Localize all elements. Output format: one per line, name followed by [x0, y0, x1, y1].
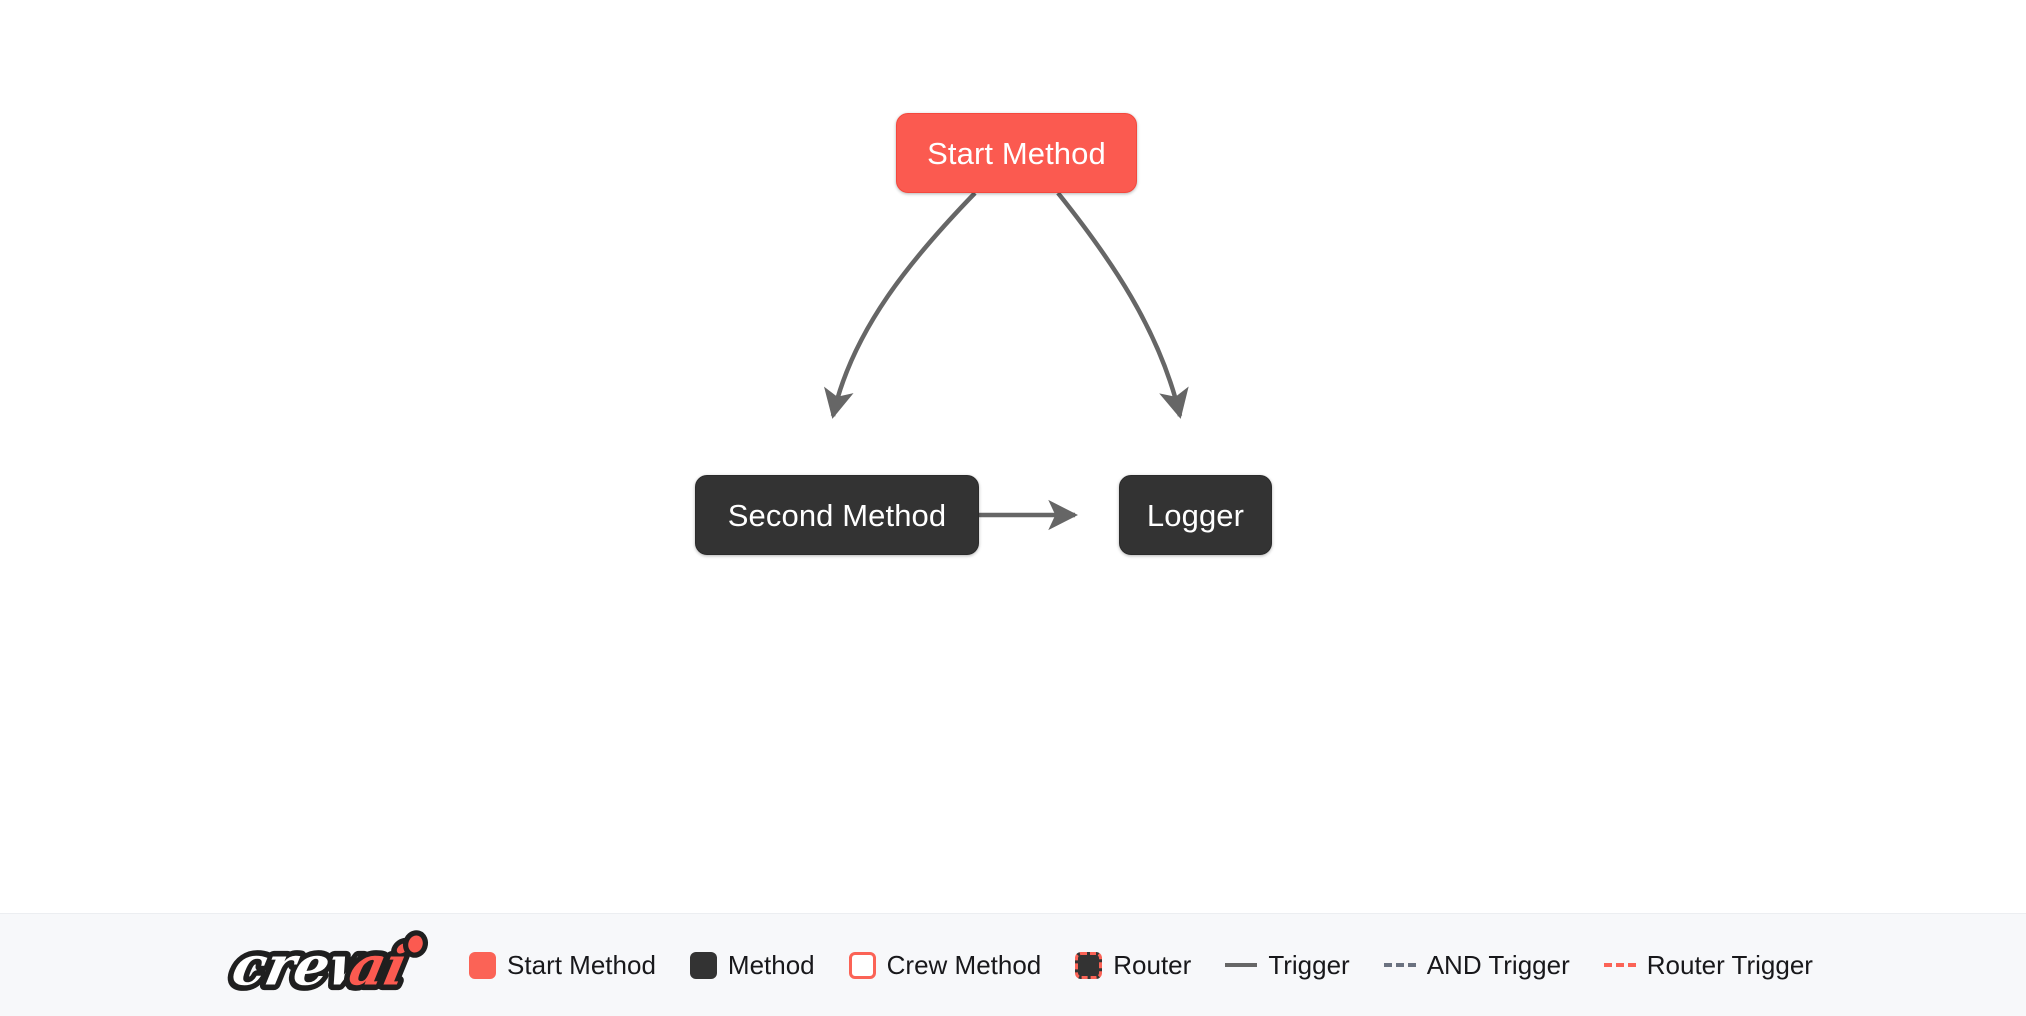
legend-label: Start Method: [507, 950, 656, 980]
legend-item-router-trigger[interactable]: Router Trigger: [1603, 950, 1813, 980]
node-label: Second Method: [727, 497, 947, 533]
legend-label: Router Trigger: [1646, 950, 1813, 980]
legend-item-and-trigger[interactable]: AND Trigger: [1383, 950, 1570, 980]
legend-items-container: crew ai Start Method Method Crew Method …: [213, 929, 1813, 1001]
legend-label: Method: [727, 950, 815, 980]
edge-start-to-logger: [1056, 191, 1189, 419]
node-logger[interactable]: Logger: [1119, 475, 1272, 555]
legend-bar: crew ai Start Method Method Crew Method …: [0, 913, 2026, 1016]
crewai-logo-crew: crew: [227, 934, 385, 997]
method-swatch-icon: [689, 951, 717, 979]
node-label: Logger: [1146, 497, 1245, 533]
legend-label: Crew Method: [886, 950, 1042, 980]
start-method-swatch-icon: [469, 951, 497, 979]
legend-item-crew-method[interactable]: Crew Method: [848, 950, 1042, 980]
crewai-logo: crew ai: [221, 929, 429, 1001]
node-start-method[interactable]: Start Method: [896, 113, 1137, 193]
legend-item-trigger[interactable]: Trigger: [1225, 950, 1350, 980]
legend-item-router[interactable]: Router: [1075, 950, 1192, 980]
legend-label: Trigger: [1268, 950, 1350, 980]
node-second-method[interactable]: Second Method: [695, 475, 979, 555]
legend-item-method[interactable]: Method: [689, 950, 815, 980]
legend-item-start-method[interactable]: Start Method: [469, 950, 656, 980]
legend-label: AND Trigger: [1426, 950, 1570, 980]
crew-method-swatch-icon: [848, 951, 876, 979]
router-swatch-icon: [1075, 951, 1103, 979]
legend-label: Router: [1113, 950, 1192, 980]
crewai-logo-dot: [403, 930, 429, 958]
node-label: Start Method: [927, 135, 1106, 171]
flow-canvas[interactable]: Start Method Second Method Logger: [0, 0, 2026, 913]
edge-start-to-second: [824, 191, 977, 419]
